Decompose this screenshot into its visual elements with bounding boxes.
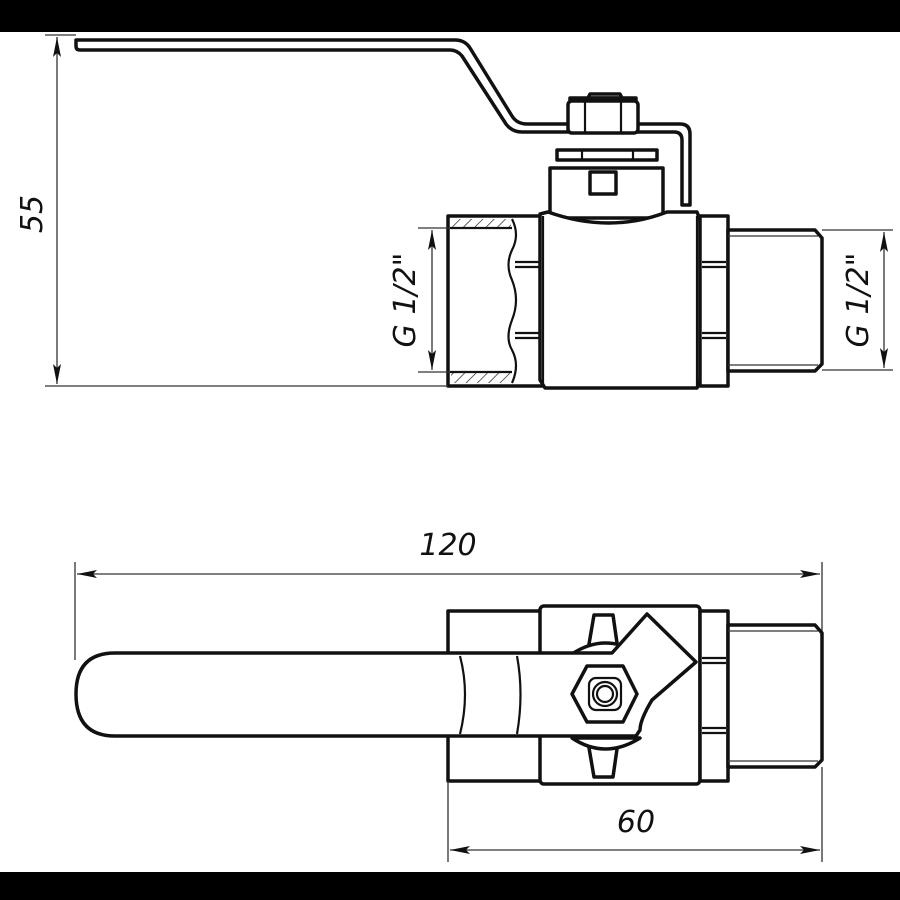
lever-handle-top: [74, 612, 698, 738]
male-end-top: [726, 623, 824, 769]
dimension-length-label: 120: [419, 528, 476, 563]
lever-handle: [74, 38, 692, 207]
right-hex: [698, 214, 730, 388]
hex-nut: [570, 664, 639, 724]
male-thread-end: [726, 228, 824, 373]
top-view: 120 60: [74, 528, 824, 862]
dimension-body-label: 60: [617, 805, 655, 840]
female-thread-end: [446, 214, 546, 388]
dimension-thread-right-label: G 1/2": [841, 253, 876, 348]
dimension-thread-left-label: G 1/2": [388, 253, 423, 348]
stem-square: [588, 170, 618, 196]
side-view: 55 G 1/2" G 1/2": [15, 34, 893, 390]
dimension-height-label: 55: [15, 195, 50, 233]
valve-body: [538, 210, 702, 390]
